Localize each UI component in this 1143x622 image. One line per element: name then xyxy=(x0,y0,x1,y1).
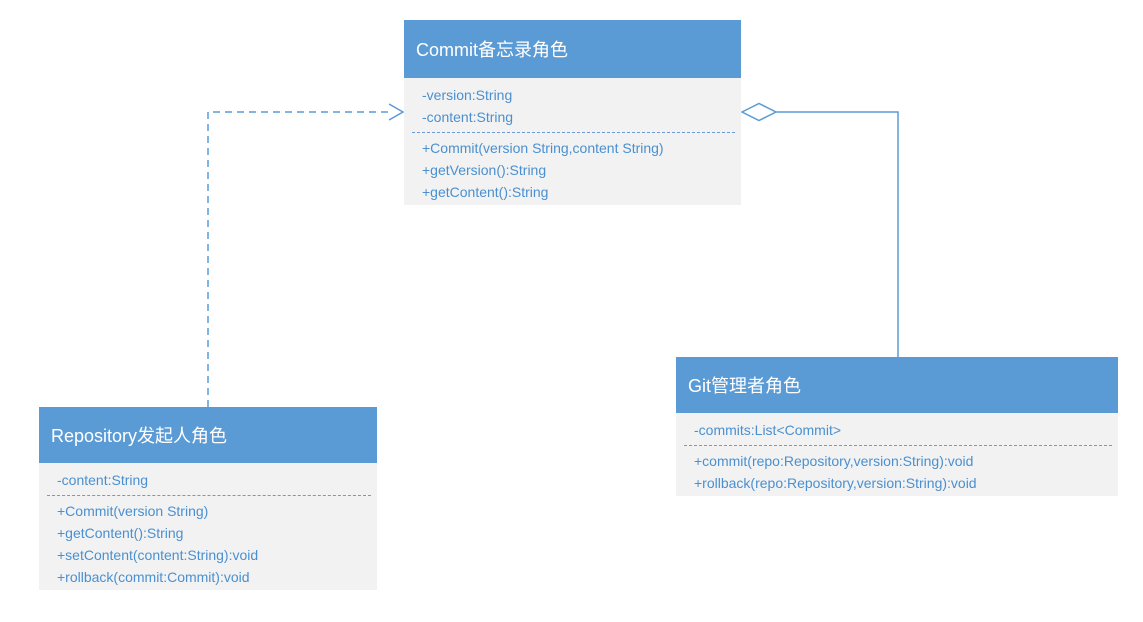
class-repository-body: -content:String +Commit(version String) … xyxy=(39,463,377,590)
method: +rollback(commit:Commit):void xyxy=(57,569,250,585)
method: +getContent():String xyxy=(422,184,549,200)
class-git-methods: +commit(repo:Repository,version:String):… xyxy=(684,445,1112,496)
field: -version:String xyxy=(422,87,513,103)
dependency-connector[interactable] xyxy=(207,111,391,407)
class-commit-title: Commit备忘录角色 xyxy=(404,20,741,78)
field: -content:String xyxy=(422,109,514,125)
method: +Commit(version String) xyxy=(57,503,209,519)
method: +Commit(version String,content String) xyxy=(422,140,664,156)
field: -commits:List<Commit> xyxy=(694,422,842,438)
class-commit-fields: -version:String -content:String xyxy=(412,78,735,132)
method: +getVersion():String xyxy=(422,162,547,178)
class-git-title: Git管理者角色 xyxy=(676,357,1118,413)
class-commit-body: -version:String -content:String +Commit(… xyxy=(404,78,741,205)
dependency-open-arrow-icon xyxy=(388,103,405,121)
method: +setContent(content:String):void xyxy=(57,547,259,563)
class-commit-methods: +Commit(version String,content String) +… xyxy=(412,132,735,205)
class-repository-fields: -content:String xyxy=(47,463,371,495)
class-git-fields: -commits:List<Commit> xyxy=(684,413,1112,445)
method: +commit(repo:Repository,version:String):… xyxy=(694,453,974,469)
class-repository-methods: +Commit(version String) +getContent():St… xyxy=(47,495,371,590)
class-repository-title: Repository发起人角色 xyxy=(39,407,377,463)
aggregation-connector[interactable] xyxy=(776,111,899,357)
class-repository[interactable]: Repository发起人角色 -content:String +Commit(… xyxy=(39,407,377,590)
method: +getContent():String xyxy=(57,525,184,541)
method: +rollback(repo:Repository,version:String… xyxy=(694,475,977,491)
field: -content:String xyxy=(57,472,149,488)
class-git-body: -commits:List<Commit> +commit(repo:Repos… xyxy=(676,413,1118,496)
aggregation-diamond-icon xyxy=(740,102,778,122)
class-commit[interactable]: Commit备忘录角色 -version:String -content:Str… xyxy=(404,20,741,205)
class-git[interactable]: Git管理者角色 -commits:List<Commit> +commit(r… xyxy=(676,357,1118,496)
